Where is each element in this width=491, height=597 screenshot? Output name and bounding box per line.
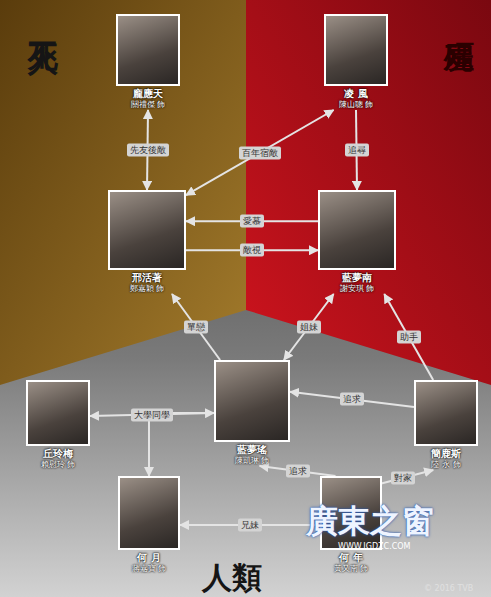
relation-arrow [149, 413, 214, 476]
watermark: 廣東之窗 [306, 500, 434, 544]
character-card: 龐應天關禮傑 飾 [116, 14, 180, 110]
actor-name: 蔣嘉寶 飾 [132, 564, 167, 574]
relation-arrow [290, 392, 414, 407]
relation-arrow [186, 110, 334, 195]
character-card: 何 月蔣嘉寶 飾 [118, 476, 180, 574]
character-name: 龐應天 [133, 88, 163, 100]
portrait-photo [324, 14, 388, 86]
actor-name: 謝安琪 飾 [340, 284, 375, 294]
group-title: 人類 [202, 558, 262, 597]
relation-label: 單戀 [184, 321, 208, 334]
character-name: 凌 風 [344, 88, 367, 100]
relation-label: 追求 [340, 393, 364, 406]
portrait-photo [318, 190, 396, 270]
relation-label: 追求 [286, 465, 310, 478]
actor-name: 陸 永 飾 [431, 460, 460, 470]
group-title: 不死人 [22, 18, 63, 24]
portrait-photo [118, 476, 180, 550]
relation-label: 先友後敵 [127, 144, 169, 157]
relation-label: 助手 [397, 331, 421, 344]
actor-name: 陳山聰 飾 [339, 100, 374, 110]
relation-label: 愛慕 [240, 215, 264, 228]
relation-label: 百年宿敵 [239, 146, 281, 159]
relation-arrow [284, 294, 334, 360]
relation-label: 對家 [391, 471, 415, 484]
portrait-photo [108, 190, 186, 270]
character-name: 藍夢南 [342, 272, 372, 284]
portrait-photo [26, 380, 90, 446]
actor-name: 關禮傑 飾 [131, 100, 166, 110]
group-title: 殭屍 [438, 18, 479, 22]
character-name: 邢活著 [132, 272, 162, 284]
relation-label: 姐妹 [297, 321, 321, 334]
portrait-photo [214, 360, 290, 442]
character-name: 何 年 [339, 552, 362, 564]
character-card: 丘玲梅賴慰玲 飾 [26, 380, 90, 470]
copyright-note: © 2016 TVB [424, 584, 473, 593]
character-card: 簡鹿斯陸 永 飾 [414, 380, 478, 470]
relation-label: 大學同學 [131, 408, 173, 421]
actor-name: 賴慰玲 飾 [41, 460, 76, 470]
actor-name: 黃又南 飾 [334, 564, 369, 574]
portrait-photo [414, 380, 478, 446]
watermark: WWW.IGDZC.COM [338, 542, 410, 551]
character-card: 藍夢瑤陳凱琳 飾 [214, 360, 290, 466]
character-name: 藍夢瑤 [237, 444, 267, 456]
character-name: 簡鹿斯 [431, 448, 461, 460]
relation-label: 追尋 [345, 144, 369, 157]
character-name: 何 月 [137, 552, 160, 564]
relation-label: 兄妹 [238, 519, 262, 532]
character-card: 藍夢南謝安琪 飾 [318, 190, 396, 294]
character-card: 凌 風陳山聰 飾 [324, 14, 388, 110]
relation-label: 敵視 [240, 244, 264, 257]
character-card: 邢活著鄭嘉穎 飾 [108, 190, 186, 294]
actor-name: 陳凱琳 飾 [235, 456, 270, 466]
relation-arrow [384, 294, 433, 380]
relation-arrow [172, 294, 220, 360]
portrait-photo [116, 14, 180, 86]
character-name: 丘玲梅 [43, 448, 73, 460]
actor-name: 鄭嘉穎 飾 [130, 284, 165, 294]
